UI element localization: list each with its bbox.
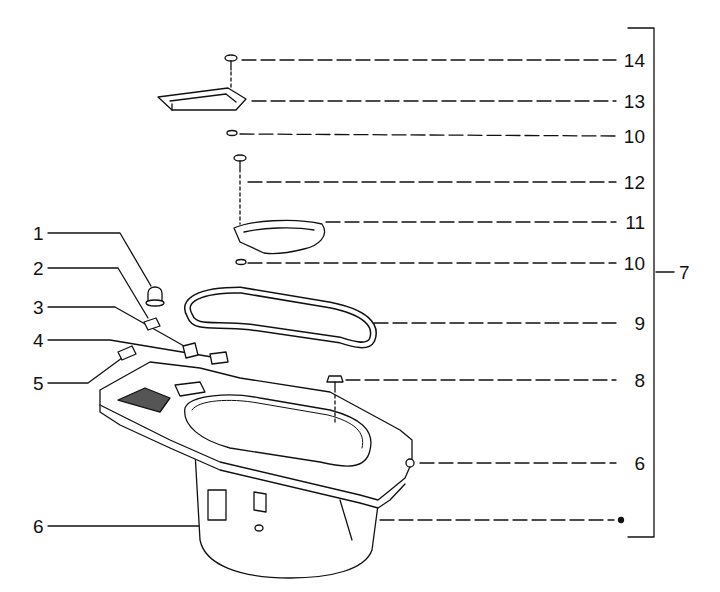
callout-number: 11 — [624, 213, 646, 232]
callout-number: 4 — [32, 331, 45, 350]
callout-number: 7 — [678, 263, 691, 282]
callout-number: 1 — [32, 224, 45, 243]
callout-number: 14 — [623, 51, 646, 70]
callout-number: 13 — [623, 92, 646, 111]
cover — [234, 220, 325, 253]
leader-dot — [619, 518, 624, 523]
screw — [234, 155, 246, 224]
callout-number: 9 — [633, 314, 646, 333]
callout-number: 6 — [633, 454, 646, 473]
callout-number: 12 — [623, 173, 646, 192]
callout-number: 2 — [32, 259, 45, 278]
callout-number: 3 — [32, 298, 45, 317]
screw — [327, 376, 343, 425]
callout-number: 5 — [32, 374, 45, 393]
insert — [183, 343, 198, 358]
washer — [227, 131, 237, 136]
knob — [146, 287, 164, 306]
insert — [210, 352, 228, 364]
callout-number: 6 — [32, 517, 45, 536]
screw — [225, 55, 237, 90]
callout-number: 10 — [623, 127, 646, 146]
clip — [144, 318, 160, 330]
callout-number: 10 — [623, 254, 646, 273]
compartment-rim — [100, 362, 414, 508]
bush — [118, 346, 136, 360]
seal — [187, 290, 373, 345]
callout-number: 8 — [633, 371, 646, 390]
lid — [158, 88, 246, 110]
washer — [236, 260, 246, 265]
